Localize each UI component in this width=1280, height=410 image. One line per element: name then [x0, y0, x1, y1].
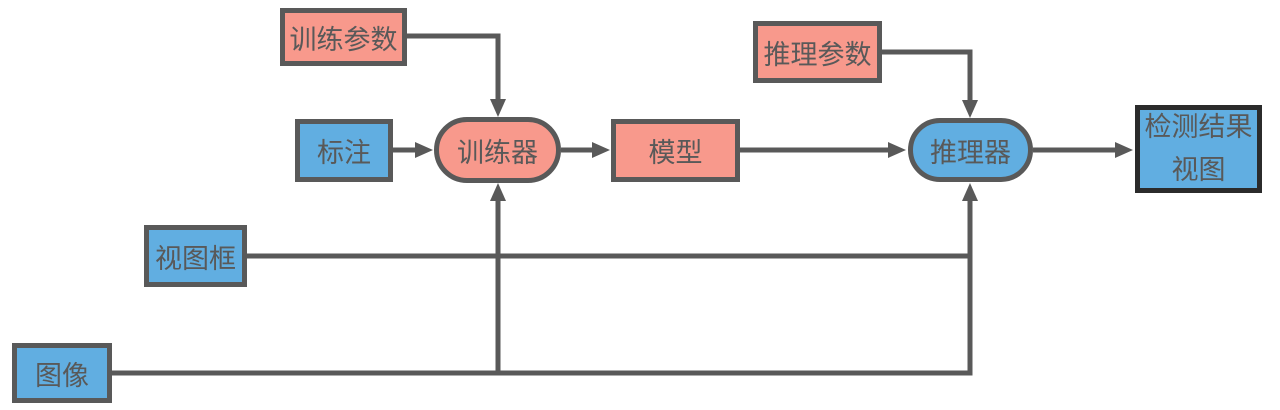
node-train-params-label: 训练参数	[289, 24, 398, 56]
node-result-view: 检测结果 视图	[1135, 105, 1262, 193]
edge-train-params-to-trainer	[407, 33, 506, 117]
node-annotation-label: 标注	[317, 138, 371, 169]
node-infer-params: 推理参数	[753, 21, 882, 83]
node-view-frame: 视图框	[144, 225, 247, 287]
edge-infer-params-to-inferencer	[882, 49, 978, 118]
node-view-frame-label: 视图框	[155, 243, 236, 275]
node-model-label: 模型	[648, 138, 703, 169]
node-train-params: 训练参数	[280, 8, 407, 66]
node-trainer: 训练器	[434, 117, 561, 183]
node-result-view-label-line2: 视图	[1171, 154, 1226, 186]
node-inferencer: 推理器	[908, 118, 1033, 182]
node-result-view-label-line1: 检测结果	[1144, 111, 1253, 143]
edge-image-to-inferencer	[112, 183, 978, 376]
node-infer-params-label: 推理参数	[763, 39, 872, 71]
node-image-label: 图像	[35, 360, 89, 392]
node-annotation: 标注	[295, 119, 393, 182]
node-trainer-label: 训练器	[457, 137, 538, 169]
node-image: 图像	[12, 343, 112, 403]
node-inferencer-label: 推理器	[930, 137, 1011, 169]
node-model: 模型	[611, 119, 740, 182]
